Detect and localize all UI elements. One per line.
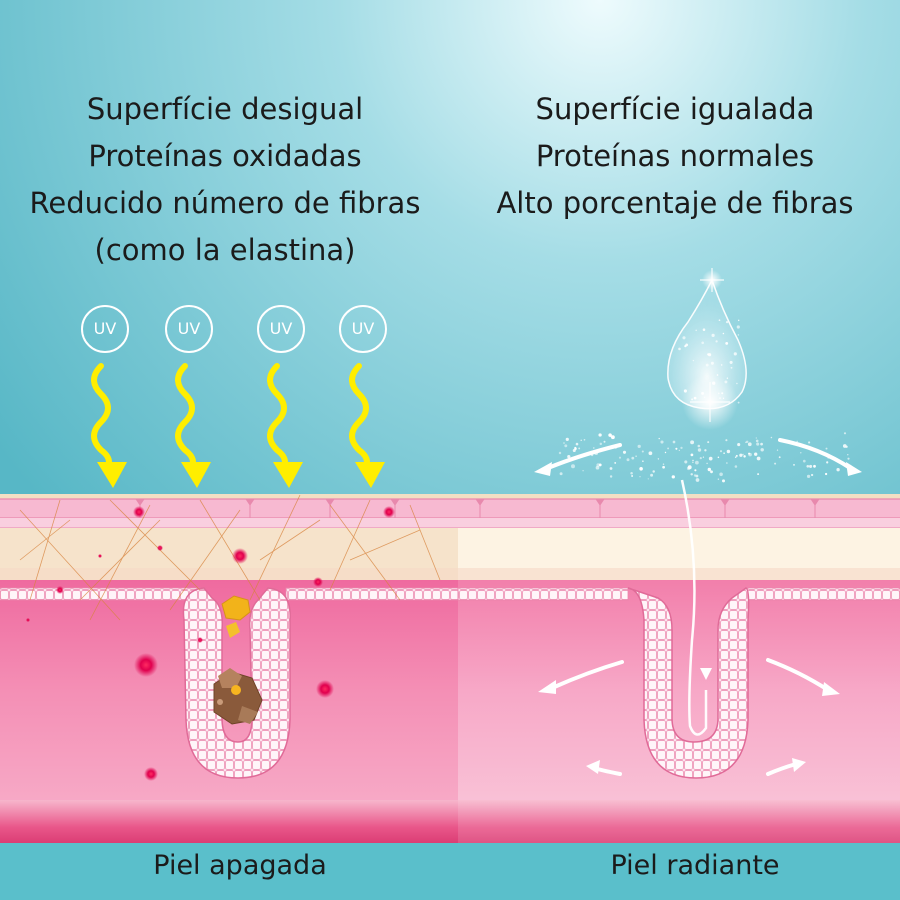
uv-badge-1: UV — [81, 305, 129, 353]
hair-follicle-left — [182, 587, 291, 779]
uv-badge-4: UV — [339, 305, 387, 353]
sky-background — [0, 0, 900, 495]
label-dull-skin: Piel apagada — [153, 850, 327, 881]
label-radiant-skin: Piel radiante — [610, 850, 780, 881]
radiant-skin-description: Superfície igualada Proteínas normales A… — [450, 86, 900, 227]
right-line-1: Superfície igualada — [535, 92, 815, 126]
epidermis-top-cells — [0, 499, 900, 518]
footer-bar — [0, 843, 900, 900]
left-line-4: (como la elastina) — [94, 233, 356, 267]
oxidized-protein-clump — [213, 595, 263, 725]
dull-skin-description: Superfície desigual Proteínas oxidadas R… — [0, 86, 450, 274]
uv-badge-3: UV — [257, 305, 305, 353]
uv-badge-2: UV — [165, 305, 213, 353]
serum-drop — [667, 268, 747, 430]
left-line-1: Superfície desigual — [86, 92, 364, 126]
left-line-3: Reducido número de fibras — [29, 186, 421, 220]
left-line-2: Proteínas oxidadas — [88, 139, 362, 173]
hair-follicle-right — [627, 587, 750, 779]
spread-arrows — [546, 438, 852, 776]
right-line-3: Alto porcentaje de fibras — [496, 186, 854, 220]
subcutaneous-band — [0, 800, 900, 845]
right-line-2: Proteínas normales — [535, 139, 815, 173]
damage-spots — [26, 506, 395, 781]
uv-rays — [91, 363, 385, 488]
stratum-corneum — [0, 494, 900, 500]
